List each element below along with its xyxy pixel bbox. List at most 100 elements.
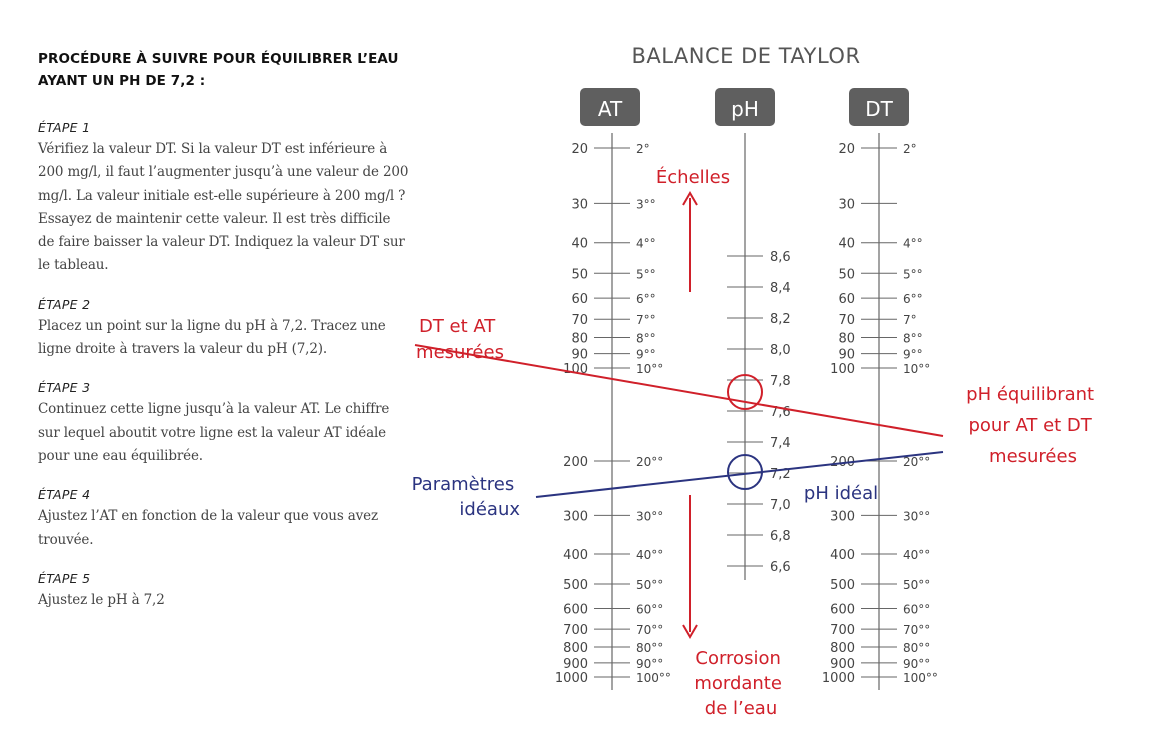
at-tick-label-70: 70	[571, 313, 588, 328]
dt-at-measured-label-line2: mesurées	[416, 342, 504, 363]
dt-tick-label-300: 300	[830, 509, 855, 524]
balancing-ph-label-line1: pH équilibrant	[966, 384, 1094, 405]
at-degree-label-60: 6°°	[636, 292, 656, 306]
corrosion-label: Corrosion mordante de l’eau	[694, 648, 787, 719]
measured-line	[414, 344, 944, 437]
dt-degree-label-40: 4°°	[903, 237, 923, 251]
at-degree-label-40: 4°°	[636, 237, 656, 251]
dt-degree-label-100: 10°°	[903, 362, 930, 376]
ph-tick-label-8,6: 8,6	[770, 250, 791, 265]
ph-tick-label-8,2: 8,2	[770, 312, 791, 327]
at-degree-label-700: 70°°	[636, 623, 663, 637]
at-degree-label-50: 5°°	[636, 267, 656, 281]
at-degree-label-80: 8°°	[636, 331, 656, 345]
dt-tick-label-20: 20	[838, 142, 855, 157]
dt-degree-label-70: 7°	[903, 313, 917, 327]
dt-tick-label-100: 100	[830, 362, 855, 377]
dt-degree-label-90: 9°°	[903, 348, 923, 362]
corrosion-label-line1: Corrosion	[695, 648, 780, 669]
at-tick-label-90: 90	[571, 348, 588, 363]
ph-tick-label-6,8: 6,8	[770, 529, 791, 544]
at-tick-label-20: 20	[571, 142, 588, 157]
column-header-at-box	[580, 88, 640, 126]
column-header-ph: pH	[715, 88, 775, 126]
step-3-title: ÉTAPE 3	[38, 380, 91, 396]
dt-tick-label-1000: 1000	[822, 671, 855, 686]
down-arrow-head-icon	[682, 624, 698, 639]
balancing-ph-label-line3: mesurées	[989, 446, 1077, 467]
dt-tick-label-800: 800	[830, 641, 855, 656]
dt-degree-label-800: 80°°	[903, 641, 930, 655]
at-tick-label-40: 40	[571, 237, 588, 252]
dt-degree-label-1000: 100°°	[903, 671, 938, 685]
procedure-heading-line1: PROCÉDURE À SUIVRE POUR ÉQUILIBRER L’EAU	[38, 51, 399, 67]
step-3-text: Continuez cette ligne jusqu’à la valeur …	[38, 401, 390, 464]
column-header-at-label: AT	[598, 97, 623, 121]
column-header-dt-box	[849, 88, 909, 126]
dt-degree-label-900: 90°°	[903, 657, 930, 671]
at-tick-label-600: 600	[563, 602, 588, 617]
at-tick-label-60: 60	[571, 292, 588, 307]
corrosion-label-line2: mordante	[694, 673, 782, 694]
ph-tick-label-7,8: 7,8	[770, 374, 791, 389]
step-4: ÉTAPE 4 Ajustez l’AT en fonction de la v…	[38, 487, 410, 552]
dt-degree-label-300: 30°°	[903, 509, 930, 523]
dt-degree-label-400: 40°°	[903, 548, 930, 562]
dt-tick-label-900: 900	[830, 657, 855, 672]
ideal-line	[535, 451, 944, 498]
dt-degree-label-60: 6°°	[903, 292, 923, 306]
dt-degree-label-20: 2°	[903, 142, 917, 156]
dt-tick-label-700: 700	[830, 623, 855, 638]
up-arrow-head-icon	[682, 191, 698, 206]
step-1-title: ÉTAPE 1	[38, 120, 91, 135]
step-4-title: ÉTAPE 4	[38, 487, 91, 503]
dt-degree-label-500: 50°°	[903, 578, 930, 592]
at-degree-label-90: 9°°	[636, 348, 656, 362]
at-degree-label-100: 10°°	[636, 362, 663, 376]
balancing-ph-label: pH équilibrant pour AT et DT mesurées	[966, 384, 1100, 467]
column-header-ph-box	[715, 88, 775, 126]
ph-tick-label-7,0: 7,0	[770, 498, 791, 513]
dt-degree-label-200: 20°°	[903, 455, 930, 469]
at-tick-label-300: 300	[563, 509, 588, 524]
at-degree-label-800: 80°°	[636, 641, 663, 655]
ph-tick-label-7,4: 7,4	[770, 436, 791, 451]
at-tick-label-400: 400	[563, 548, 588, 563]
at-degree-label-20: 2°	[636, 142, 650, 156]
at-tick-label-200: 200	[563, 455, 588, 470]
ideal-params-label-line1: Paramètres	[412, 474, 515, 495]
at-tick-label-700: 700	[563, 623, 588, 638]
step-5-text: Ajustez le pH à 7,2	[38, 591, 165, 608]
procedure-heading-line2: AYANT UN PH DE 7,2 :	[38, 73, 206, 89]
at-degree-label-70: 7°°	[636, 313, 656, 327]
step-2-text: Placez un point sur la ligne du pH à 7,2…	[38, 317, 386, 358]
column-header-ph-label: pH	[731, 97, 759, 121]
dt-tick-label-90: 90	[838, 348, 855, 363]
at-tick-label-80: 80	[571, 331, 588, 346]
procedure-heading: PROCÉDURE À SUIVRE POUR ÉQUILIBRER L’EAU…	[38, 48, 410, 92]
diagram-title: BALANCE DE TAYLOR	[631, 44, 860, 68]
step-1: ÉTAPE 1 Vérifiez la valeur DT. Si la val…	[38, 120, 410, 278]
dt-degree-label-50: 5°°	[903, 267, 923, 281]
dt-at-measured-label-line1: DT et AT	[419, 316, 496, 337]
ph-tick-label-8,4: 8,4	[770, 281, 791, 296]
dt-tick-label-40: 40	[838, 237, 855, 252]
balancing-ph-label-line2: pour AT et DT	[968, 415, 1092, 436]
at-degree-label-300: 30°°	[636, 509, 663, 523]
dt-tick-label-80: 80	[838, 331, 855, 346]
step-2-title: ÉTAPE 2	[38, 296, 91, 312]
column-header-at: AT	[580, 88, 640, 126]
echelles-label: Échelles	[656, 166, 730, 188]
at-tick-label-500: 500	[563, 578, 588, 593]
at-tick-label-30: 30	[571, 197, 588, 212]
at-tick-label-800: 800	[563, 641, 588, 656]
ph-scale: 8,68,48,28,07,87,67,47,27,06,86,6	[727, 250, 791, 575]
at-tick-label-50: 50	[571, 267, 588, 282]
at-degree-label-500: 50°°	[636, 578, 663, 592]
column-header-dt: DT	[849, 88, 909, 126]
ideal-ph-circle	[727, 454, 763, 490]
at-degree-label-900: 90°°	[636, 657, 663, 671]
at-degree-label-200: 20°°	[636, 455, 663, 469]
